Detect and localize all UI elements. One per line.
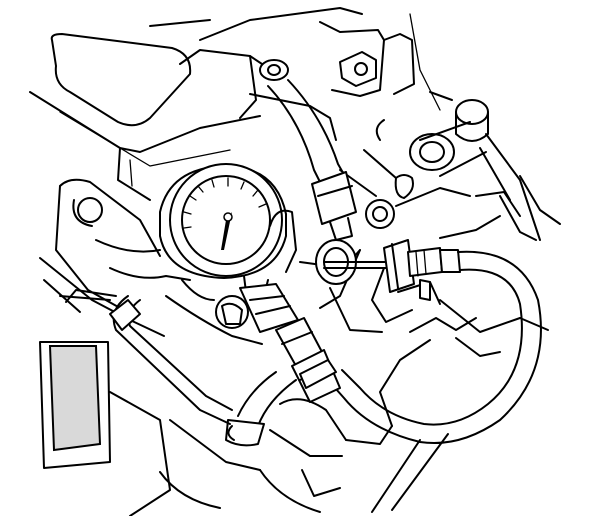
cylinder-head-top [149,7,441,141]
lower-block [39,339,449,516]
fuel-rail [339,91,541,241]
pressure-gauge [159,163,323,367]
engine-cover [29,33,261,201]
pressure-adapter [383,239,461,301]
gauge-dial [183,177,267,229]
right-edge-detail [455,175,561,357]
upper-fuel-hose [259,59,357,241]
test-port [315,239,387,285]
return-line [59,289,337,447]
gauge-needle [221,212,233,250]
